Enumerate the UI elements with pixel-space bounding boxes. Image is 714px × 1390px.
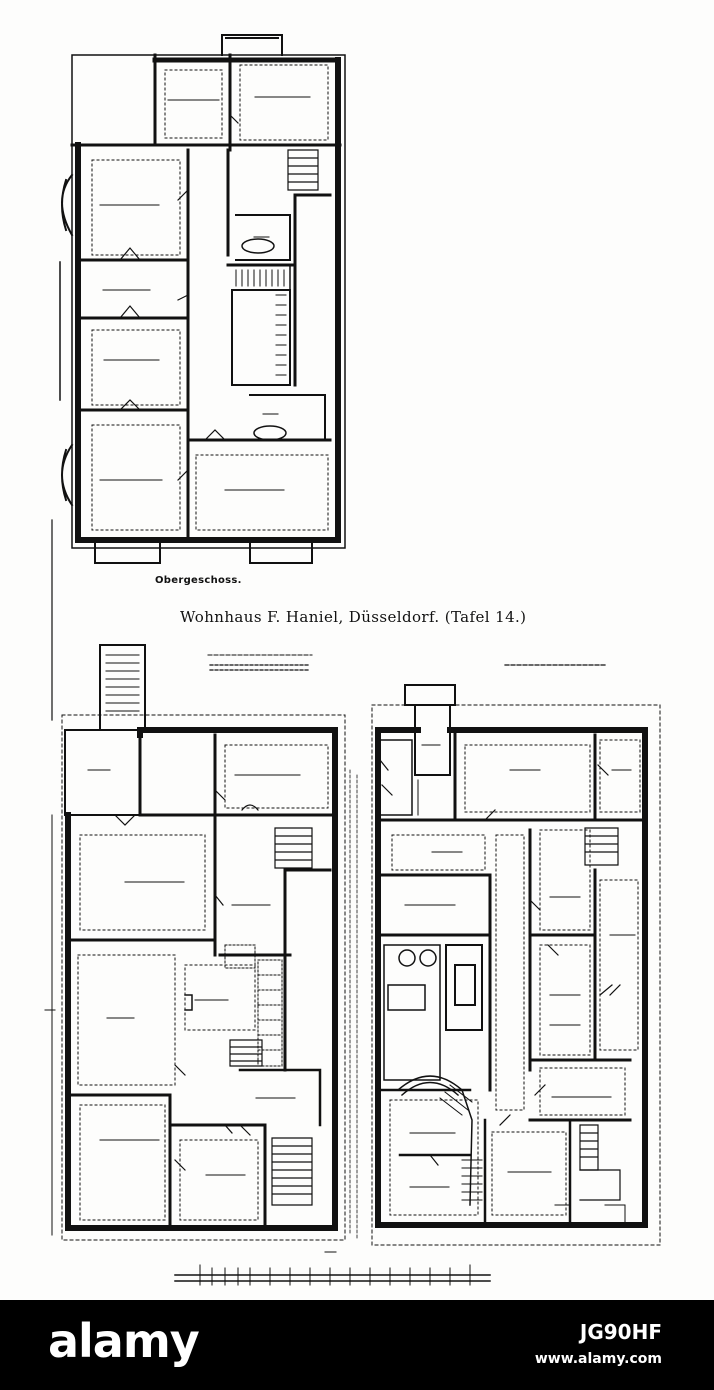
basement-plan (349, 664, 661, 1246)
watermark-footer: alamy JG90HF www.alamy.com (0, 1300, 714, 1390)
plate-caption: Wohnhaus F. Haniel, Düsseldorf. (Tafel 1… (180, 608, 527, 626)
site-url[interactable]: www.alamy.com (534, 1351, 662, 1367)
floor-plans-drawing (44, 34, 661, 1286)
scale-bar (174, 1251, 491, 1286)
upper-floor-label: Obergeschoss. (155, 575, 242, 586)
brand-logo: alamy (48, 1314, 200, 1368)
upper-floor-plan (51, 34, 346, 721)
image-code: JG90HF (579, 1320, 662, 1344)
plan-sheet: Obergeschoss. Wohnhaus F. Haniel, Düssel… (44, 34, 661, 1286)
ground-floor-plan (44, 644, 346, 1241)
